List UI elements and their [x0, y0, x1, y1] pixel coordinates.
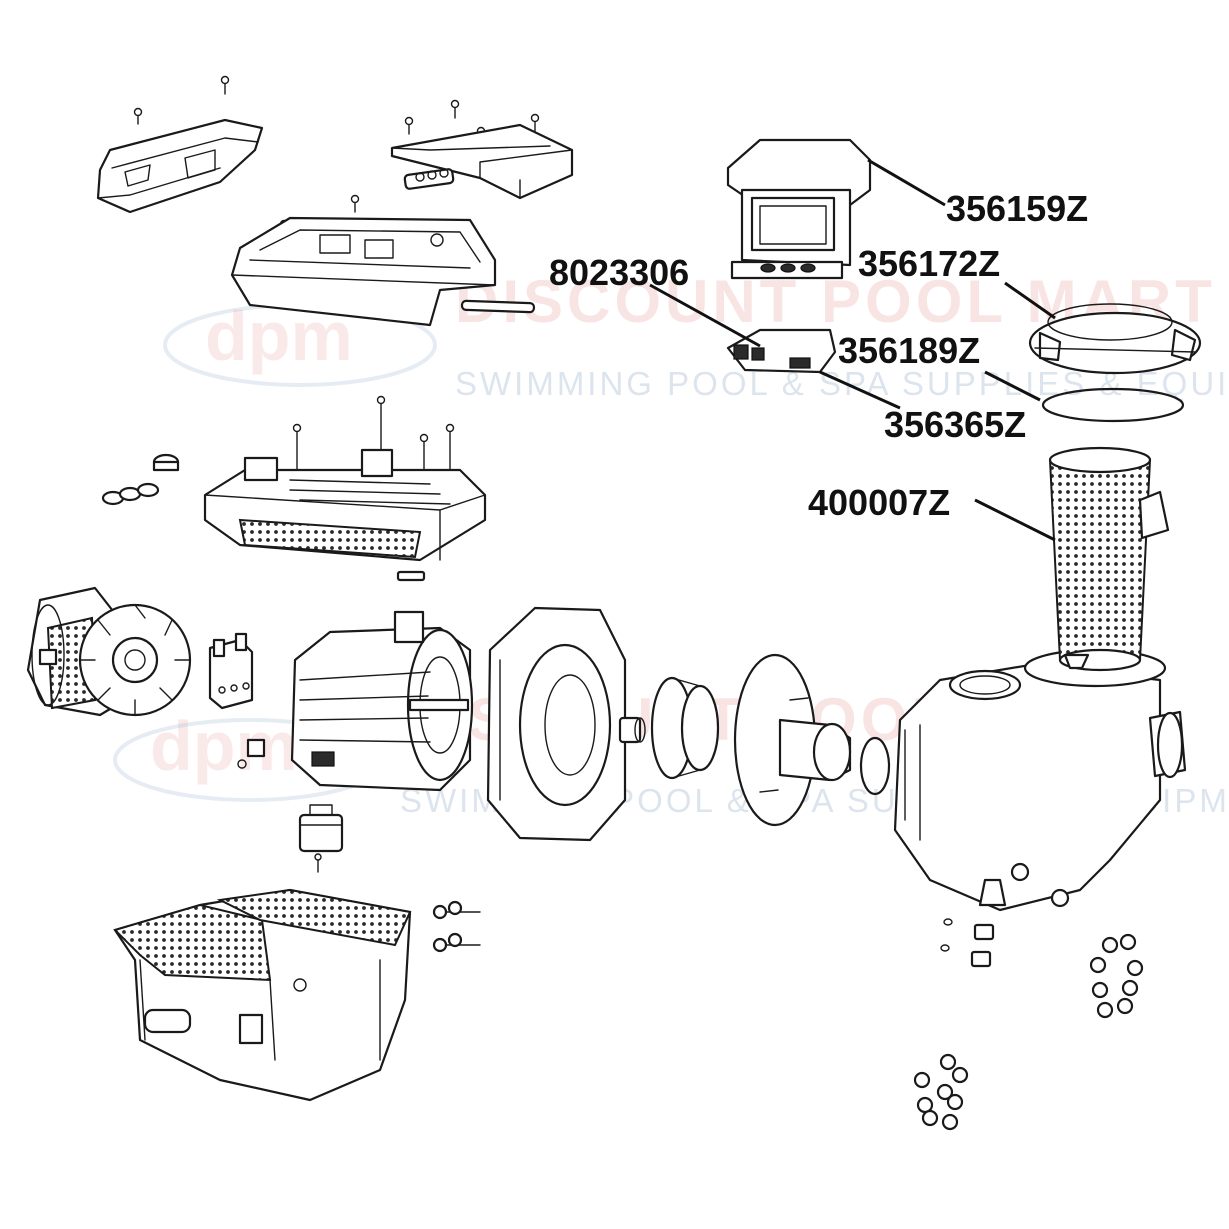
leader-lines — [649, 158, 1056, 542]
shaft-seal — [618, 716, 646, 744]
fan — [78, 603, 192, 717]
base-bolts — [913, 1053, 969, 1131]
part-number-callouts: 356159Z 356172Z 8023306 356189Z 356365Z … — [549, 188, 1088, 523]
leader-356189z — [984, 370, 1041, 402]
impeller — [650, 676, 720, 780]
callout-356365z: 356365Z — [884, 404, 1026, 445]
terminal-bracket — [208, 632, 254, 710]
leader-400007z — [974, 498, 1056, 542]
communication-board — [726, 328, 837, 374]
motor — [290, 610, 474, 792]
leader-356365z — [819, 370, 901, 410]
lid-o-ring — [1041, 387, 1185, 423]
housing-bolts — [1089, 933, 1144, 1019]
leader-356159z — [867, 158, 946, 207]
seal-plate — [486, 606, 627, 842]
top-plate — [390, 123, 574, 200]
motor-cover — [113, 888, 412, 1102]
diffuser — [733, 653, 852, 827]
strainer-basket — [1048, 446, 1170, 672]
motor-cover-bolts — [432, 900, 481, 953]
callout-356172z: 356172Z — [858, 243, 1000, 284]
watermark-logo-lower: dpm — [150, 707, 298, 785]
small-connectors — [237, 738, 344, 873]
diffuser-o-ring — [859, 736, 891, 796]
callout-400007z: 400007Z — [808, 482, 950, 523]
handle-cover — [96, 118, 264, 214]
drive-base — [203, 448, 487, 562]
pump-housing — [893, 648, 1187, 912]
cable-fittings — [101, 453, 180, 506]
control-interface — [726, 138, 872, 280]
drain-plugs — [940, 918, 995, 968]
leader-356172z — [1004, 281, 1056, 320]
lid-pin — [460, 299, 536, 314]
callout-8023306: 8023306 — [549, 252, 689, 293]
small-gasket — [396, 570, 426, 582]
callout-356189z: 356189Z — [838, 330, 980, 371]
strainer-lid — [1028, 303, 1202, 375]
callout-356159z: 356159Z — [946, 188, 1088, 229]
leader-8023306 — [649, 283, 761, 348]
drive-lid — [230, 216, 497, 327]
